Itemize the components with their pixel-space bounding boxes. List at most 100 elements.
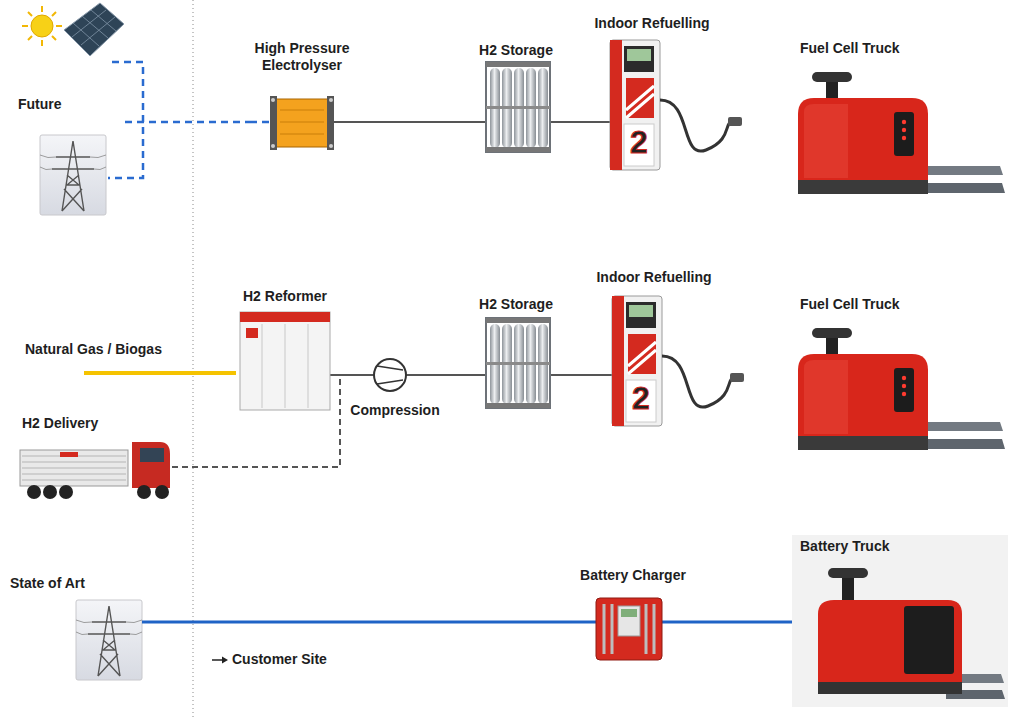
electrolyser-icon-part bbox=[271, 98, 275, 102]
connector bbox=[354, 121, 474, 123]
node-label: State of Art bbox=[8, 575, 148, 592]
electrolyser-icon-part bbox=[274, 99, 330, 147]
node-label: Indoor Refuelling bbox=[586, 269, 722, 286]
compressor-symbol-part bbox=[345, 374, 374, 376]
storage-station: H2 Storage bbox=[474, 40, 558, 155]
charger-station: Battery Charger bbox=[572, 565, 694, 665]
node-label: Natural Gas / Biogas bbox=[22, 341, 178, 358]
compressor-station: Compression bbox=[345, 357, 445, 423]
storage-rack-part bbox=[550, 374, 558, 376]
node-label: Compression bbox=[345, 402, 445, 419]
truck-station: Fuel Cell Truck bbox=[785, 294, 1007, 459]
electrolyser-icon-part bbox=[334, 121, 354, 123]
connector bbox=[125, 121, 250, 124]
delivery-trailer-part bbox=[27, 485, 41, 499]
solar-panel-part bbox=[64, 3, 124, 56]
electrolyser-icon-part bbox=[250, 121, 270, 124]
reformer-cabinet-part bbox=[240, 312, 330, 410]
refuelling-station: Indoor Refuelling bbox=[584, 12, 720, 177]
customer-site-arrow bbox=[212, 657, 228, 664]
gas-source: Natural Gas / Biogas bbox=[22, 338, 178, 380]
battery-truck-picture-part bbox=[828, 568, 868, 578]
compressor-symbol bbox=[345, 359, 445, 391]
node-label: Fuel Cell Truck bbox=[785, 296, 1007, 313]
delivery-trailer-part bbox=[155, 485, 169, 499]
solar-panel-part bbox=[72, 10, 116, 46]
delivery-trailer-part bbox=[20, 450, 128, 486]
compressor-symbol-part bbox=[406, 374, 445, 376]
fuel-pump-part bbox=[610, 40, 742, 170]
node-label: High Pressure Electrolyser bbox=[250, 40, 354, 74]
battery-charger-icon bbox=[572, 598, 694, 660]
delivery-trailer bbox=[20, 442, 170, 499]
reformer-station: H2 Reformer bbox=[236, 288, 334, 412]
connector bbox=[172, 375, 345, 467]
fuel-pump-part bbox=[612, 296, 744, 426]
electrolyser-icon-part bbox=[327, 96, 334, 150]
node-label: H2 Storage bbox=[474, 296, 558, 313]
customer-site-arrow-part bbox=[222, 657, 228, 664]
storage-rack-part bbox=[486, 62, 550, 152]
reformer-cabinet-part bbox=[240, 312, 330, 322]
fuel-pump-part bbox=[586, 374, 612, 376]
battery-truck-picture-part bbox=[818, 682, 962, 694]
connector bbox=[558, 121, 584, 123]
electrolyser-icon-part bbox=[329, 144, 333, 148]
battery-truck-picture-part bbox=[904, 606, 954, 674]
solar-panel bbox=[64, 3, 124, 56]
delivery-trailer-part bbox=[22, 456, 126, 480]
fuel-cell-truck bbox=[798, 72, 1005, 194]
electrolyser-icon bbox=[250, 96, 354, 150]
storage-rack bbox=[474, 318, 558, 408]
sun-icon-part bbox=[22, 6, 62, 46]
compressor-symbol-part bbox=[377, 366, 403, 384]
electrolyser-icon-part bbox=[280, 110, 324, 134]
gas-pipe-part bbox=[84, 371, 178, 375]
node-label: Future bbox=[12, 96, 125, 113]
battery-charger-icon-part bbox=[618, 606, 640, 636]
battery-truck-picture-part bbox=[842, 574, 854, 604]
supply-bracket bbox=[108, 62, 143, 178]
reformer-cabinet-part bbox=[330, 374, 334, 376]
electrolyser-icon-part bbox=[271, 144, 275, 148]
storage-rack-part bbox=[474, 374, 486, 376]
battery-charger-icon-part bbox=[604, 604, 654, 654]
truck-station: Fuel Cell Truck bbox=[785, 38, 1007, 203]
delivery-trailer-part bbox=[132, 442, 170, 488]
sun-icon-part bbox=[31, 15, 53, 37]
pump-number-anchor: 2 bbox=[632, 380, 650, 416]
delivery-trailer-part bbox=[59, 485, 73, 499]
power-pylon-part bbox=[76, 600, 142, 680]
node-label: Fuel Cell Truck bbox=[785, 40, 1007, 57]
battery-truck-picture-part bbox=[792, 535, 1008, 707]
node-label: H2 Delivery bbox=[18, 415, 172, 432]
grid-source: State of Art bbox=[8, 572, 148, 684]
storage-rack-part bbox=[474, 121, 486, 123]
storage-rack-part bbox=[486, 318, 550, 408]
node-label: Battery Charger bbox=[572, 567, 694, 584]
connector bbox=[445, 374, 474, 376]
node-label: H2 Reformer bbox=[236, 288, 334, 305]
reformer-cabinet-part bbox=[262, 324, 308, 408]
sun-icon bbox=[22, 6, 62, 46]
delivery-source: H2 Delivery bbox=[18, 412, 172, 500]
battery-truck-picture-part bbox=[818, 600, 962, 686]
delivery-trailer-part bbox=[137, 485, 151, 499]
fuel-cell-truck bbox=[798, 328, 1005, 450]
storage-rack-part bbox=[550, 121, 558, 123]
delivery-trailer-part bbox=[140, 448, 164, 462]
battery-charger-icon-part bbox=[662, 621, 694, 624]
delivery-trailer-part bbox=[43, 485, 57, 499]
site-caption-anchor: Customer Site bbox=[232, 651, 327, 668]
site-boundary bbox=[193, 0, 194, 717]
storage-rack bbox=[474, 62, 558, 152]
reformer-cabinet-part bbox=[246, 328, 258, 338]
pump-number: 2 bbox=[632, 380, 650, 416]
electrolyser-icon-part bbox=[270, 96, 277, 150]
connector bbox=[694, 621, 792, 624]
gas-pipe bbox=[84, 373, 178, 374]
energy-source: Future bbox=[12, 0, 125, 215]
